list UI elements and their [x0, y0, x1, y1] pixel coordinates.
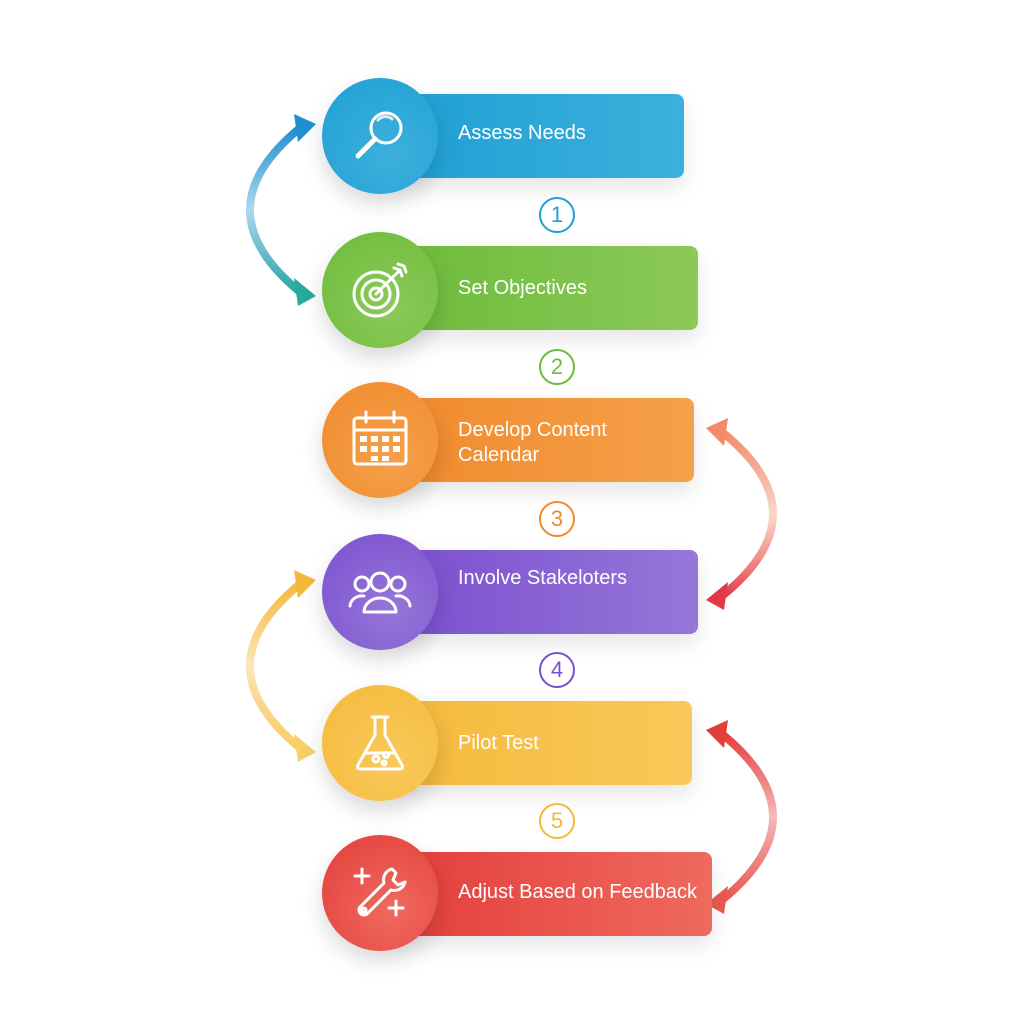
cycle-arrow-assess-objectives — [246, 114, 316, 306]
step-bar — [392, 94, 684, 178]
step-label: Assess Needs — [458, 122, 586, 144]
process-step: Adjust Based on Feedback — [0, 0, 1024, 951]
step-label: Pilot Test — [458, 732, 539, 754]
step-label: Develop Content Calendar — [458, 419, 607, 466]
step-icon-circle — [322, 835, 438, 951]
cycle-arrow-pilot-adjust — [706, 720, 777, 914]
arrowhead — [294, 114, 316, 142]
step-icon-circle — [322, 685, 438, 801]
arrowhead — [706, 582, 728, 610]
arrowhead — [706, 720, 728, 748]
step-label: Involve Stakeloters — [458, 567, 627, 589]
step-bar — [392, 701, 692, 785]
step-icon-circle — [322, 232, 438, 348]
flask-icon — [348, 711, 412, 775]
wrench-icon — [348, 861, 412, 925]
arrowhead — [294, 734, 316, 762]
step-number-badge: 1 — [539, 197, 575, 233]
arrowhead — [294, 278, 316, 306]
process-step: Assess Needs — [0, 0, 1024, 194]
process-step: Pilot Test — [0, 0, 1024, 801]
step-number-badge: 2 — [539, 349, 575, 385]
step-bar — [392, 550, 698, 634]
people-icon — [348, 560, 412, 624]
step-label: Set Objectives — [458, 277, 587, 299]
magnifier-icon — [348, 104, 412, 168]
step-icon-circle — [322, 382, 438, 498]
step-number-badge: 4 — [539, 652, 575, 688]
step-icon-circle — [322, 534, 438, 650]
process-step: Set Objectives — [0, 0, 1024, 348]
target-icon — [348, 258, 412, 322]
cycle-arrow-calendar-stakeholders — [706, 418, 777, 610]
process-step: Involve Stakeloters — [0, 0, 1024, 650]
step-label: Adjust Based on Feedback — [458, 881, 698, 903]
step-number-badge: 3 — [539, 501, 575, 537]
step-number-badge: 5 — [539, 803, 575, 839]
arrowhead — [706, 418, 728, 446]
step-icon-circle — [322, 78, 438, 194]
step-bar — [392, 852, 712, 936]
process-step: Develop Content Calendar — [0, 0, 1024, 498]
arrowhead — [294, 570, 316, 598]
calendar-icon — [348, 408, 412, 472]
step-bar — [392, 246, 698, 330]
step-bar — [392, 398, 694, 482]
cycle-arrow-stakeholders-pilot — [246, 570, 316, 762]
